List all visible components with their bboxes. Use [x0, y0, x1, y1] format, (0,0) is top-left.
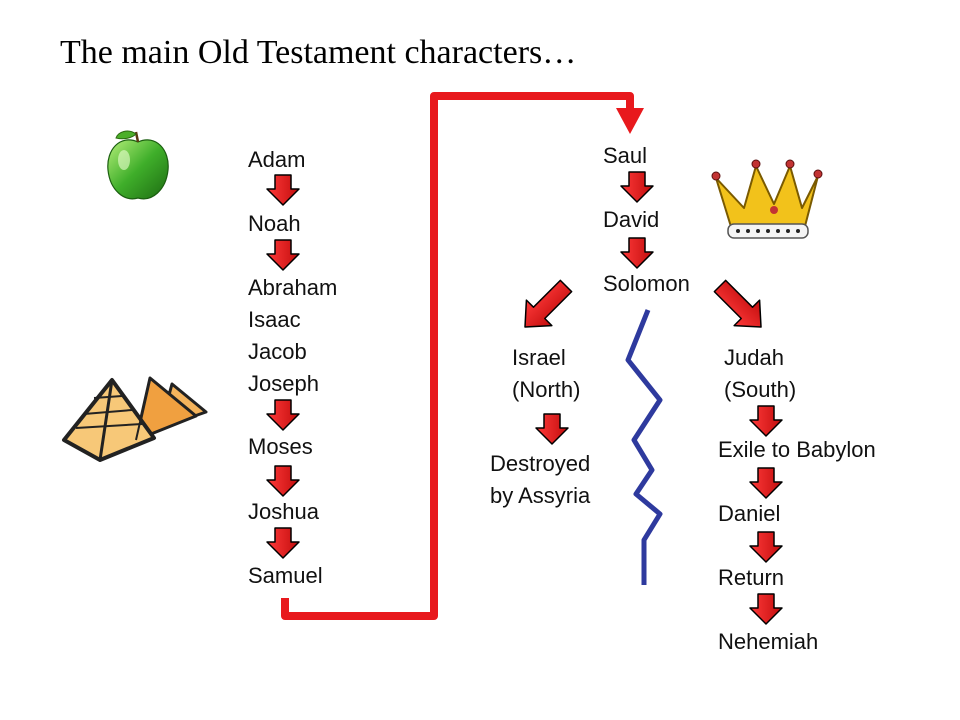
label-isaac: Isaac: [248, 307, 301, 332]
arrow-moses-to-joshua: [266, 465, 300, 497]
connector-arrowhead: [616, 108, 644, 134]
arrow-judah-to-exile: [749, 405, 783, 437]
connector-samuel-to-saul: [281, 92, 634, 620]
label-return: Return: [718, 565, 785, 590]
label-adam: Adam: [248, 147, 306, 172]
label-destroyed: Destroyed: [490, 451, 591, 476]
label-samuel: Samuel: [248, 563, 323, 588]
kingdom-divider-line: [625, 309, 663, 585]
label-judah: Judah: [724, 345, 784, 370]
arrow-joshua-to-samuel: [266, 527, 300, 559]
arrow-david-to-solomon: [620, 237, 654, 269]
label-exile-to-babylon: Exile to Babylon: [718, 437, 876, 462]
label-moses: Moses: [248, 434, 313, 459]
page-title: The main Old Testament characters…: [60, 34, 577, 71]
label-nehemiah: Nehemiah: [718, 629, 819, 654]
arrow-daniel-to-return: [749, 531, 783, 563]
arrow-adam-to-noah: [266, 174, 300, 206]
label-david: David: [603, 207, 660, 232]
label-israel: Israel: [512, 345, 566, 370]
arrow-return-to-nehemiah: [749, 593, 783, 625]
label-solomon: Solomon: [603, 271, 690, 296]
arrow-joseph-to-moses: [266, 399, 300, 431]
label-joshua: Joshua: [248, 499, 319, 524]
label-by-assyria: by Assyria: [490, 483, 591, 508]
label-abraham: Abraham: [248, 275, 338, 300]
label-joseph: Joseph: [248, 371, 319, 396]
label-judah-region: (South): [724, 377, 797, 402]
arrow-solomon-to-judah: [713, 279, 762, 328]
label-daniel: Daniel: [718, 501, 781, 526]
label-noah: Noah: [248, 211, 301, 236]
apple-icon: [107, 130, 169, 200]
pyramids-icon: [62, 376, 208, 462]
label-jacob: Jacob: [248, 339, 307, 364]
label-israel-region: (North): [512, 377, 581, 402]
label-saul: Saul: [603, 143, 648, 168]
crown-icon: [711, 159, 823, 239]
arrow-noah-to-abraham: [266, 239, 300, 271]
arrow-israel-to-destroyed: [535, 413, 569, 445]
arrow-saul-to-david: [620, 171, 654, 203]
arrow-exile-to-daniel: [749, 467, 783, 499]
arrow-solomon-to-israel: [524, 279, 573, 328]
